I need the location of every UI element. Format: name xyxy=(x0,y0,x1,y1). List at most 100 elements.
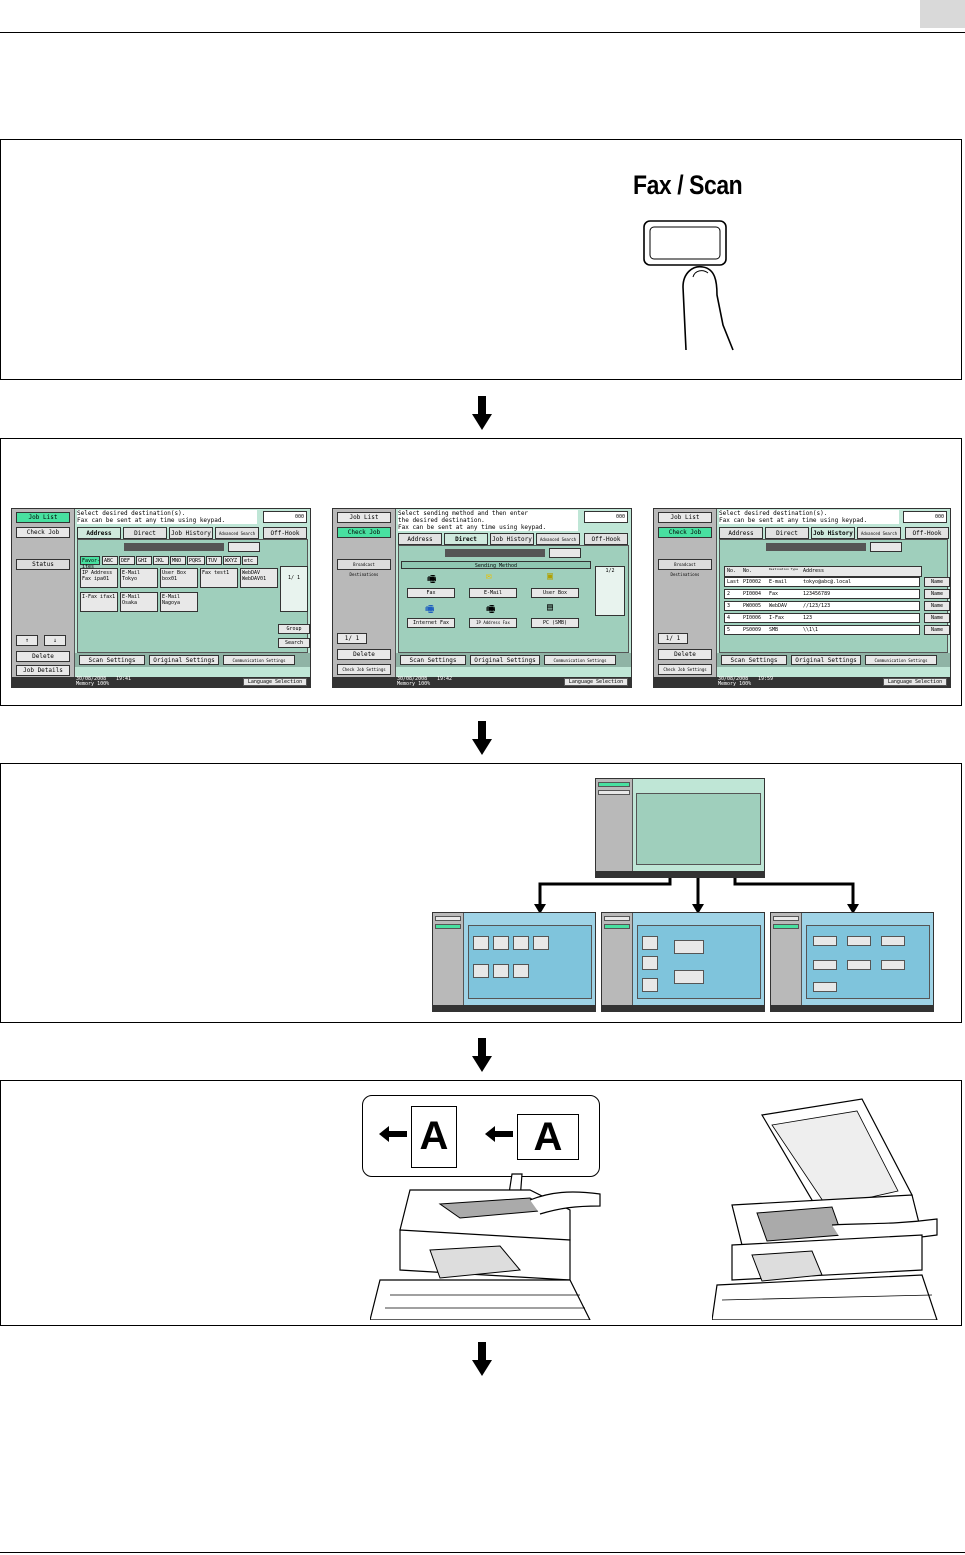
broadcast-destinations-label: Broadcast Destinations xyxy=(658,559,712,570)
header-rule xyxy=(0,32,965,33)
check-job-button[interactable]: Check Job xyxy=(658,527,712,538)
tab-advanced-search[interactable]: Advanced Search xyxy=(857,527,901,539)
page-number-box xyxy=(920,0,965,28)
user-box-icon: ▣ xyxy=(547,571,553,582)
check-job-settings-button[interactable]: Check Job Settings xyxy=(658,664,712,675)
original-settings-button[interactable]: Original Settings xyxy=(149,655,219,665)
tab-advanced-search[interactable]: Advanced Search xyxy=(536,533,580,545)
scan-settings-button[interactable]: Scan Settings xyxy=(400,655,466,665)
entry-box01[interactable]: User Box box01 xyxy=(160,568,198,588)
broadcast-button[interactable] xyxy=(549,548,581,558)
check-job-button[interactable]: Check Job xyxy=(16,527,70,538)
entry-test1[interactable]: Fax test1 xyxy=(200,568,238,588)
group-tab-pqrs[interactable]: PQRS xyxy=(187,556,205,565)
group-button[interactable]: Group xyxy=(278,624,310,634)
job-list-button[interactable]: Job List xyxy=(337,512,391,523)
delete-button[interactable]: Delete xyxy=(658,649,712,660)
tab-off-hook[interactable]: Off-Hook xyxy=(905,527,949,539)
delete-button[interactable]: Delete xyxy=(16,651,70,662)
original-settings-button[interactable]: Original Settings xyxy=(470,655,540,665)
left-arrow-icon xyxy=(379,1126,409,1142)
tab-off-hook[interactable]: Off-Hook xyxy=(263,527,307,539)
job-list-button[interactable]: Job List xyxy=(658,512,712,523)
language-selection-button[interactable]: Language Selection xyxy=(883,678,947,686)
group-tab-wxyz[interactable]: WXYZ xyxy=(223,556,241,565)
entry-osaka[interactable]: E-Mail Osaka xyxy=(120,592,158,612)
table-cell: PW0005 xyxy=(743,603,761,609)
name-button[interactable]: Name xyxy=(924,613,950,623)
communication-settings-button[interactable]: Communication Settings xyxy=(865,655,937,665)
group-tab-abc[interactable]: ABC xyxy=(102,556,118,565)
thumbnail-scan-settings-screen xyxy=(432,912,596,1012)
entry-ipa01[interactable]: IP Address Fax ipa01 xyxy=(80,568,118,588)
entry-nagoya[interactable]: E-Mail Nagoya xyxy=(160,592,198,612)
group-tab-jkl[interactable]: JKL xyxy=(153,556,169,565)
down-arrow-icon xyxy=(472,396,492,430)
method-fax-button[interactable]: Fax xyxy=(407,588,455,598)
job-list-button[interactable]: Job List xyxy=(16,512,70,523)
broadcast-button[interactable] xyxy=(228,542,260,552)
check-job-settings-button[interactable]: Check Job Settings xyxy=(337,664,391,675)
table-cell: I-Fax xyxy=(769,615,784,621)
status-button[interactable]: Status xyxy=(16,559,70,570)
side-page-indicator: 1/ 1 xyxy=(658,633,688,644)
name-button[interactable]: Name xyxy=(924,625,950,635)
method-email-button[interactable]: E-Mail xyxy=(469,588,517,598)
tab-job-history[interactable]: Job History xyxy=(490,533,534,545)
table-cell: E-mail xyxy=(769,579,787,585)
group-tab-favorites[interactable]: Favor-ites xyxy=(80,556,100,565)
delete-button[interactable]: Delete xyxy=(337,649,391,660)
method-pc-smb-button[interactable]: PC (SMB) xyxy=(531,618,579,628)
group-tab-etc[interactable]: etc xyxy=(242,556,258,565)
communication-settings-button[interactable]: Communication Settings xyxy=(544,655,616,665)
language-selection-button[interactable]: Language Selection xyxy=(243,678,307,686)
scan-settings-button[interactable]: Scan Settings xyxy=(79,655,145,665)
email-icon: ✉ xyxy=(486,571,492,582)
group-tab-mno[interactable]: MNO xyxy=(170,556,186,565)
tab-direct-input[interactable]: Direct Input xyxy=(444,533,488,545)
adf-machine-illustration xyxy=(370,1170,610,1320)
tab-direct-input[interactable]: Direct Input xyxy=(765,527,809,539)
group-tab-ghi[interactable]: GHI xyxy=(136,556,152,565)
table-cell: 5 xyxy=(727,627,730,633)
scroll-down-button[interactable]: ↓ xyxy=(44,635,66,646)
entry-webdav01[interactable]: WebDAV WebDAV01 xyxy=(240,568,278,588)
name-button[interactable]: Name xyxy=(924,577,950,587)
screen-sidebar: Job List Check Job Status ↑ ↓ Delete Job… xyxy=(12,509,75,677)
screen-main: Select desired destination(s).Fax can be… xyxy=(717,509,950,677)
tab-address-book[interactable]: Address Book xyxy=(77,527,121,539)
name-button[interactable]: Name xyxy=(924,601,950,611)
group-tab-def[interactable]: DEF xyxy=(119,556,135,565)
entry-tokyo[interactable]: E-Mail Tokyo xyxy=(120,568,158,588)
tab-address-book[interactable]: Address Book xyxy=(719,527,763,539)
language-selection-button[interactable]: Language Selection xyxy=(564,678,628,686)
fax-scan-key-label: Fax / Scan xyxy=(633,170,742,201)
tab-job-history[interactable]: Job History xyxy=(169,527,213,539)
original-settings-button[interactable]: Original Settings xyxy=(791,655,861,665)
scan-settings-button[interactable]: Scan Settings xyxy=(721,655,787,665)
search-button[interactable]: Search xyxy=(278,638,310,648)
tab-direct-input[interactable]: Direct Input xyxy=(123,527,167,539)
group-tab-tuv[interactable]: TUV xyxy=(206,556,222,565)
job-details-button[interactable]: Job Details xyxy=(16,665,70,676)
check-job-button[interactable]: Check Job xyxy=(337,527,391,538)
tab-job-history[interactable]: Job History xyxy=(811,527,855,539)
communication-settings-button[interactable]: Communication Settings xyxy=(223,655,295,665)
tab-address-book[interactable]: Address Book xyxy=(398,533,442,545)
tab-off-hook[interactable]: Off-Hook xyxy=(584,533,628,545)
entry-ifax1[interactable]: I-Fax ifax1 xyxy=(80,592,118,612)
fax-icon: 🖷 xyxy=(427,572,436,589)
broadcast-button[interactable] xyxy=(870,542,902,552)
scroll-up-button[interactable]: ↑ xyxy=(16,635,38,646)
name-button[interactable]: Name xyxy=(924,589,950,599)
method-internet-fax-button[interactable]: Internet Fax xyxy=(407,618,455,628)
tab-advanced-search[interactable]: Advanced Search xyxy=(215,527,259,539)
method-user-box-button[interactable]: User Box xyxy=(531,588,579,598)
screen-tabs: Address Book Direct Input Job History Ad… xyxy=(398,533,629,545)
method-ip-address-fax-button[interactable]: IP Address Fax xyxy=(469,618,517,628)
